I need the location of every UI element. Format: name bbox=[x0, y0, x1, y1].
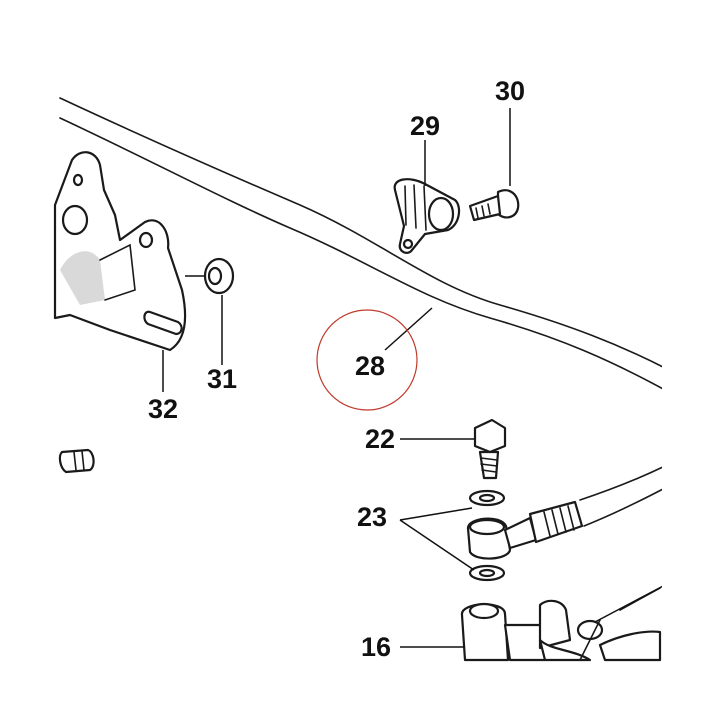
bracket-32[interactable] bbox=[53, 151, 187, 352]
callout-31: 31 bbox=[207, 364, 237, 394]
connector-plug[interactable] bbox=[58, 448, 95, 474]
brake-line-fitting[interactable] bbox=[466, 465, 666, 560]
clip-29[interactable] bbox=[393, 178, 461, 254]
crop-mask-right bbox=[662, 0, 720, 720]
leader-lines bbox=[162, 108, 666, 648]
callout-28: 28 bbox=[355, 351, 385, 381]
washer-23-upper[interactable] bbox=[468, 489, 506, 507]
washer-23-lower[interactable] bbox=[468, 564, 506, 582]
hose-28[interactable] bbox=[59, 97, 666, 391]
callout-29: 29 bbox=[410, 111, 440, 141]
callout-22: 22 bbox=[365, 424, 395, 454]
callout-32: 32 bbox=[148, 394, 178, 424]
callout-16: 16 bbox=[361, 632, 391, 662]
callout-30: 30 bbox=[495, 76, 525, 106]
reservoir-16[interactable] bbox=[460, 587, 662, 662]
bolt-30[interactable] bbox=[468, 189, 520, 222]
banjo-bolt-22[interactable] bbox=[473, 418, 507, 480]
callout-23: 23 bbox=[357, 502, 387, 532]
highlight-circle-28 bbox=[316, 309, 418, 411]
crop-mask-bottom bbox=[0, 662, 720, 720]
washer-31[interactable] bbox=[203, 257, 235, 295]
